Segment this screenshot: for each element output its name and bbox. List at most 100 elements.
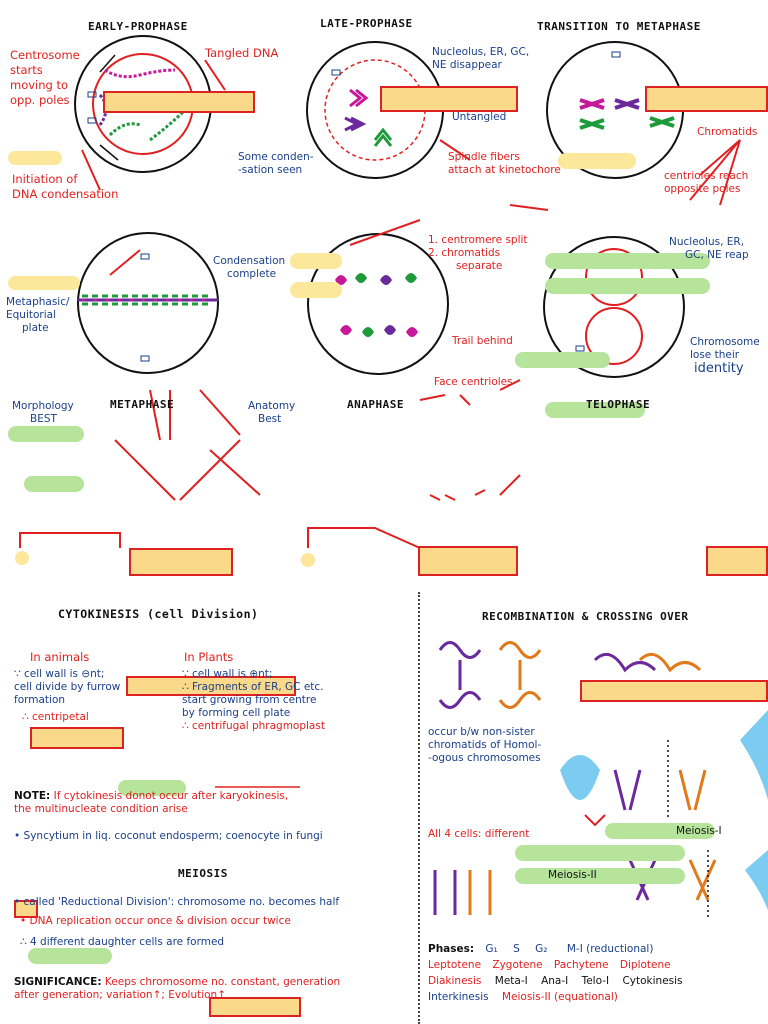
metaphase-cell	[77, 232, 219, 374]
face-label: Face centrioles	[434, 376, 513, 388]
chromosome-green-2	[373, 127, 393, 147]
green-highlight	[24, 476, 84, 492]
yellow-highlight	[8, 276, 80, 290]
yellow-highlight	[558, 153, 636, 169]
disappear-note: Nucleolus, ER, GC, NE disappear	[432, 46, 530, 71]
condensation-note: Condensation complete	[213, 255, 286, 280]
plate-note: Metaphasic/ Equitorial plate	[6, 296, 70, 334]
morphology-note: Morphology BEST	[12, 400, 74, 425]
plants-points: ∵ cell wall is ⊕nt; ∴ Fragments of ER, G…	[182, 668, 325, 732]
telophase-nucleus-top	[585, 248, 643, 306]
cytokinesis-title: CYTOKINESIS (cell Division)	[58, 607, 259, 621]
yellow-highlight	[290, 282, 342, 298]
yellow-box	[380, 86, 518, 112]
centrosome-note: Centrosome starts moving to opp. poles	[10, 48, 80, 107]
anaphase-chromatids-bottom	[340, 325, 418, 337]
green-highlight	[515, 845, 685, 861]
centriole-top	[611, 51, 621, 58]
centrosome-arrow-down	[99, 144, 119, 161]
annotation-arrows	[19, 59, 741, 549]
centrioles-note: centrioles reach opposite poles	[664, 170, 749, 195]
tangled-dna-green	[108, 122, 141, 137]
green-highlight	[515, 352, 610, 368]
telophase-cell	[543, 236, 685, 378]
significance-note: SIGNIFICANCE: Keeps chromosome no. const…	[14, 976, 341, 1001]
green-highlight	[605, 823, 715, 839]
yellow-box	[706, 546, 768, 576]
yellow-highlight	[8, 151, 62, 165]
yellow-box	[418, 546, 518, 576]
late-prophase-title: LATE-PROPHASE	[320, 17, 413, 30]
green-highlight	[545, 253, 710, 269]
yellow-box	[580, 680, 768, 702]
animals-points: ∵ cell wall is ⊖nt; cell divide by furro…	[14, 668, 121, 723]
chromosome-green	[579, 118, 605, 130]
chromosome-magenta	[579, 98, 605, 110]
early-prophase-title: EARLY-PROPHASE	[88, 20, 188, 33]
centrosome-box-2	[87, 117, 97, 124]
some-condensation-note: Some conden- -sation seen	[238, 151, 314, 176]
untangled-label: Untangled	[452, 111, 507, 123]
yellow-box	[645, 86, 768, 112]
yellow-box	[14, 900, 38, 918]
chromosome-magenta	[349, 88, 369, 108]
centriole-bottom	[140, 355, 150, 362]
reap-note: Nucleolus, ER, GC, NE reap	[669, 236, 749, 261]
centriole-bottom	[575, 345, 585, 352]
yellow-box	[129, 548, 233, 576]
meiosis-daughter: ∴ 4 different daughter cells are formed	[20, 936, 225, 948]
bulb-left	[15, 551, 29, 565]
meiosis-dna: • DNA replication occur once & division …	[20, 915, 291, 927]
transition-title: TRANSITION TO METAPHASE	[537, 20, 701, 33]
chromosome-green-2	[649, 116, 675, 128]
chromosomes-on-plate	[82, 294, 212, 306]
blue-chromosome-shapes	[560, 710, 768, 910]
yellow-box	[209, 997, 301, 1017]
green-highlight	[545, 402, 645, 418]
yellow-box	[103, 91, 255, 113]
meiosis-called: • called 'Reductional Division': chromos…	[14, 896, 340, 908]
lose-identity-note: Chromosome lose their identity	[690, 336, 760, 376]
centriole-top	[140, 253, 150, 260]
tangled-dna-label: Tangled DNA	[205, 46, 279, 60]
animals-heading: In animals	[30, 650, 90, 664]
green-highlight	[545, 278, 710, 294]
initiation-note: Initiation of DNA condensation	[12, 172, 119, 201]
tangled-dna-green-2	[149, 108, 187, 142]
spindle-note: Spindle fibers attach at kinetochore	[448, 151, 561, 176]
green-highlight	[8, 426, 84, 442]
anaphase-title: ANAPHASE	[347, 398, 404, 411]
syncytium-note: • Syncytium in liq. coconut endosperm; c…	[14, 830, 323, 842]
meiosis1-label: Meiosis-I	[676, 825, 722, 837]
chromatids-label: Chromatids	[697, 126, 758, 138]
telophase-title: TELOPHASE	[586, 398, 651, 411]
bulb-middle	[301, 553, 315, 567]
chromosome-purple	[344, 116, 367, 132]
cytokinesis-note: NOTE: If cytokinesis donot occur after k…	[14, 790, 289, 815]
recombination-occur: occur b/w non-sister chromatids of Homol…	[428, 726, 542, 764]
yellow-highlight	[290, 253, 342, 269]
recombination-chromosomes	[433, 641, 717, 915]
green-highlight	[28, 948, 112, 964]
anaphase-steps: 1. centromere split 2. chromatids separa…	[428, 234, 528, 272]
anatomy-note: Anatomy Best	[248, 400, 296, 425]
chromosome-purple	[614, 98, 640, 110]
centrosome-box	[87, 91, 97, 98]
meiosis2-label: Meiosis-II	[548, 869, 597, 881]
meiosis-title: MEIOSIS	[178, 867, 228, 880]
anaphase-chromatids-top	[335, 273, 417, 285]
green-highlight	[118, 780, 186, 796]
centrosome-box	[331, 69, 341, 76]
phases-block: Phases: G₁ S G₂ M-I (reductional) Leptot…	[428, 943, 683, 1003]
yellow-box	[30, 727, 124, 749]
recombination-title: RECOMBINATION & CROSSING OVER	[482, 610, 689, 623]
centrosome-arrow-up	[99, 54, 116, 73]
yellow-box	[126, 676, 296, 696]
meiosis-arrow	[584, 814, 606, 827]
metaphase-title: METAPHASE	[110, 398, 175, 411]
plants-heading: In Plants	[184, 650, 234, 664]
section-divider	[418, 592, 420, 1024]
trail-label: Trail behind	[452, 335, 513, 347]
tangled-dna-magenta	[104, 68, 176, 79]
